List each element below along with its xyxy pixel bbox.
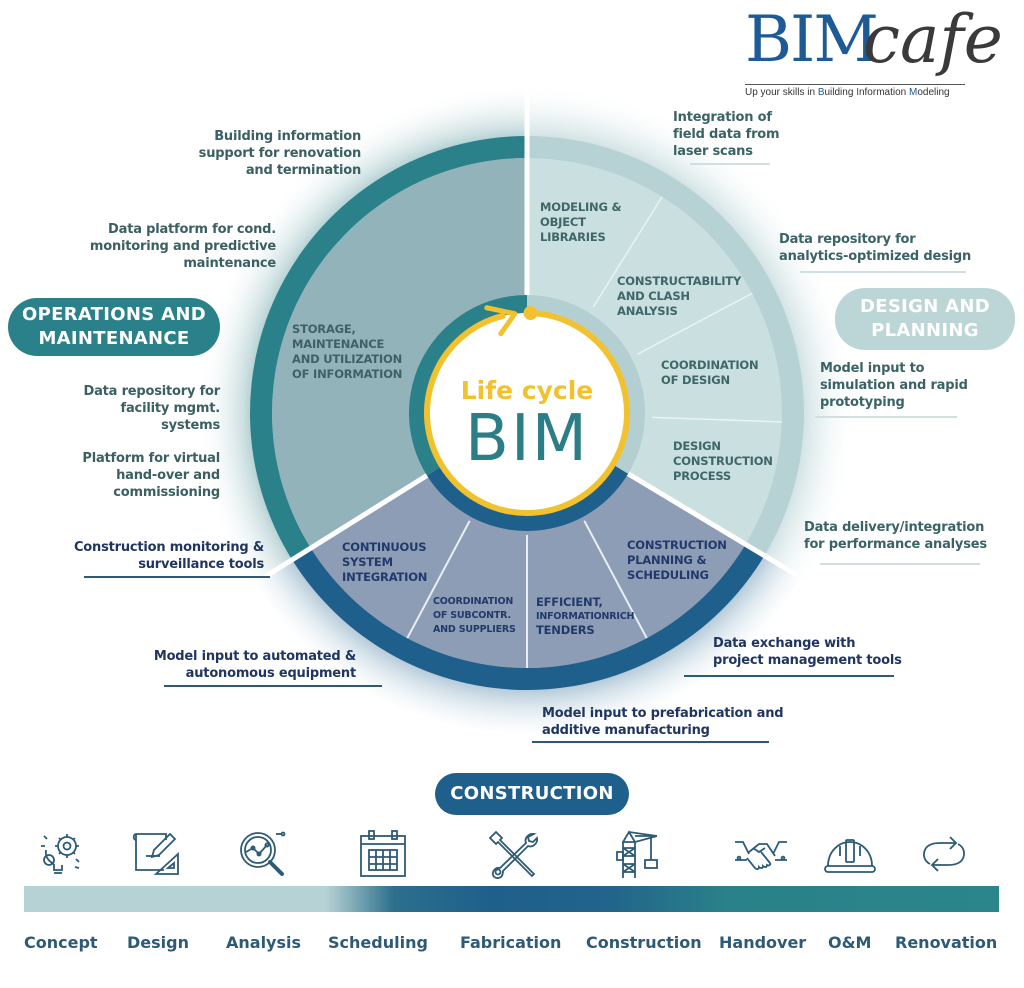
stage-design: Design xyxy=(127,933,189,952)
inner-ring-construction xyxy=(426,464,629,531)
stage-analysis: Analysis xyxy=(226,933,302,952)
center-title: BIM xyxy=(465,402,589,476)
stage-renovation: Renovation xyxy=(895,933,998,952)
phase-separator xyxy=(620,467,799,578)
stage-concept: Concept xyxy=(24,933,98,952)
disc-construction xyxy=(310,413,746,668)
underline xyxy=(815,416,957,418)
lifecycle-timeline-bar xyxy=(24,886,999,912)
design-divider xyxy=(637,292,753,355)
logo-cafe-text: cafe xyxy=(863,1,1003,78)
stage-handover: Handover xyxy=(719,933,807,952)
underline xyxy=(684,675,894,677)
cycle-arrow-head xyxy=(484,305,518,337)
handshake-icon xyxy=(735,841,787,870)
underline xyxy=(820,563,980,565)
stage-fabrication: Fabrication xyxy=(460,933,562,952)
label-automated-equipment: Model input to automated &autonomous equ… xyxy=(153,649,356,681)
lightbulb-gear-icon xyxy=(41,834,80,874)
cycle-arrows-icon xyxy=(923,836,965,872)
label-condition-monitoring: Data platform for cond.monitoring and pr… xyxy=(89,222,276,271)
phase-separator xyxy=(262,469,436,580)
center-circle xyxy=(427,313,627,513)
underline xyxy=(690,163,770,165)
inner-ring-operations xyxy=(408,295,527,476)
logo-tagline: Up your skills in Building Information M… xyxy=(745,87,950,98)
logo-bim-text: BIM xyxy=(745,3,879,77)
stage-om: O&M xyxy=(828,933,872,952)
inner-ring-design xyxy=(527,295,645,474)
stage-scheduling: Scheduling xyxy=(328,933,428,952)
underline xyxy=(164,685,382,687)
wrench-screwdriver-icon xyxy=(488,830,539,879)
design-divider xyxy=(651,416,782,423)
logo-divider xyxy=(745,84,965,85)
stage-construction: Construction xyxy=(586,933,702,952)
blueprint-pencil-icon xyxy=(132,832,179,875)
ring-design xyxy=(527,136,804,556)
bimcafe-logo: BIM cafe Up your skills in Building Info… xyxy=(745,1,1020,124)
construction-divider xyxy=(406,520,471,639)
crane-icon xyxy=(616,830,658,878)
ring-construction xyxy=(292,544,765,690)
cycle-arrow-start-dot xyxy=(523,306,538,321)
ring-operations xyxy=(249,136,527,560)
hard-hat-icon xyxy=(824,839,876,873)
underline xyxy=(800,271,966,273)
underline xyxy=(532,741,769,743)
calendar-icon xyxy=(360,830,406,877)
design-divider xyxy=(592,196,663,308)
phase-construction: CONSTRUCTION xyxy=(435,773,629,815)
cycle-arrow-ring xyxy=(424,310,630,516)
magnifier-chart-icon xyxy=(240,831,286,876)
underline xyxy=(84,576,270,578)
label-monitoring-surveillance: Construction monitoring &surveillance to… xyxy=(73,540,264,572)
construction-divider xyxy=(583,520,648,639)
center-subtitle: Life cycle xyxy=(460,376,594,405)
